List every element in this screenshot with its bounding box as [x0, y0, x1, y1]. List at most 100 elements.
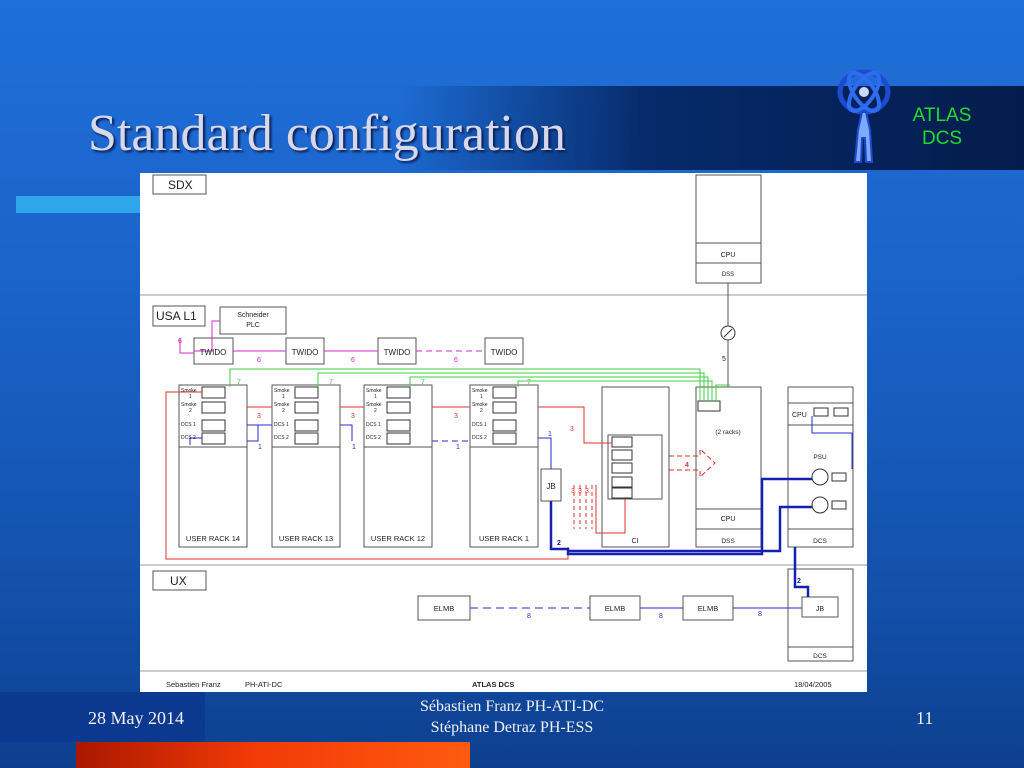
- slot-label: 2: [189, 408, 192, 414]
- cable-number-7: 7: [329, 379, 333, 386]
- slot-label: 1: [282, 394, 285, 400]
- cable-number-3: 3: [585, 488, 589, 495]
- twido-label-14: TWIDO: [200, 348, 227, 357]
- green-cables: [229, 368, 730, 401]
- footer-author: Sébastien Franz PH-ATI-DC Stéphane Detra…: [362, 696, 662, 738]
- slot-label: DCS 2: [472, 435, 487, 441]
- cable-number-8: 8: [527, 613, 531, 620]
- cable-number-1: 1: [548, 431, 552, 438]
- blue-cables: [189, 416, 853, 609]
- slot-label: Smoke: [181, 402, 197, 408]
- diagram-footer-author: Sebastien Franz: [166, 680, 221, 689]
- cable-number-5: 5: [722, 356, 726, 363]
- rack-label-14: USER RACK 14: [186, 534, 240, 543]
- twido-label-12: TWIDO: [384, 348, 411, 357]
- cable-number-1: 1: [456, 444, 460, 451]
- racks-note: (2 racks): [715, 429, 740, 436]
- cable-number-3: 3: [578, 488, 582, 495]
- slot-label: DCS 1: [472, 422, 487, 428]
- slot-label: 1: [480, 394, 483, 400]
- dss-cpu-label: CPU: [721, 516, 736, 523]
- psu-label: PSU: [813, 454, 827, 461]
- red-cables: [165, 391, 716, 560]
- twido-label-13: TWIDO: [292, 348, 319, 357]
- slide-title: Standard configuration: [88, 105, 566, 162]
- diagram-footer-title: ATLAS DCS: [472, 680, 514, 689]
- cable-number-8: 8: [758, 611, 762, 618]
- cable-number-6: 6: [257, 357, 261, 364]
- configuration-diagram: SDX USA L1 UX Schneider PLC TWIDO TWIDO …: [140, 173, 867, 692]
- cable-number-8: 8: [659, 613, 663, 620]
- plc-label-2: PLC: [246, 322, 260, 329]
- jb-box-ux: [801, 596, 839, 618]
- dcs-cpu-label: CPU: [792, 412, 807, 419]
- slot-label: 1: [374, 394, 377, 400]
- cable-number-1: 1: [258, 444, 262, 451]
- zone-usa-label: USA L1: [156, 309, 197, 323]
- slot-label: Smoke: [274, 402, 290, 408]
- cable-number-7: 7: [421, 379, 425, 386]
- rack-label-13: USER RACK 13: [279, 534, 333, 543]
- slot-label: DCS 1: [366, 422, 381, 428]
- cable-number-6: 6: [454, 357, 458, 364]
- slot-label: 2: [374, 408, 377, 414]
- slot-label: Smoke: [472, 402, 488, 408]
- cable-number-7: 7: [237, 379, 241, 386]
- sdx-dss-rack: [695, 174, 762, 284]
- zone-sdx-label: SDX: [168, 178, 193, 192]
- slot-label: DCS 2: [274, 435, 289, 441]
- accent-bar: [16, 196, 140, 213]
- zone-sdx-box: [152, 174, 207, 195]
- cable-number-3: 3: [257, 413, 261, 420]
- zone-ux-box: [152, 570, 207, 591]
- ux-dcs-rack: [787, 568, 854, 662]
- ci-label: CI: [632, 538, 639, 545]
- elmb-label-3: ELMB: [698, 604, 718, 613]
- slot-label: DCS 2: [366, 435, 381, 441]
- slot-label: Smoke: [181, 388, 197, 394]
- sdx-dss-label: DSS: [722, 272, 734, 278]
- zone-ux-label: UX: [170, 574, 187, 588]
- ci-rack: [601, 386, 670, 548]
- slot-label: DCS 2: [181, 435, 196, 441]
- title-band: [400, 86, 1024, 170]
- cable-number-3: 3: [351, 413, 355, 420]
- slot-label: Smoke: [366, 388, 382, 394]
- cable-number-6: 6: [178, 338, 182, 345]
- page-number: 11: [916, 708, 934, 728]
- zone-usa-box: [152, 305, 206, 327]
- slot-label: Smoke: [366, 402, 382, 408]
- cable-number-3: 3: [570, 426, 574, 433]
- brand-label: ATLAS DCS: [900, 104, 984, 150]
- footer-left-panel: [0, 692, 205, 742]
- cable-number-2: 2: [557, 540, 561, 547]
- dark-blue-cables: [549, 477, 812, 597]
- rack-label-1: USER RACK 1: [479, 534, 529, 543]
- slot-label: 2: [282, 408, 285, 414]
- diagram-footer-date: 18/04/2005: [794, 680, 832, 689]
- cable-number-3: 3: [571, 488, 575, 495]
- rack-slots: [201, 386, 517, 445]
- cable-number-2: 2: [797, 578, 801, 585]
- diagram-footer-group: PH-ATI-DC: [245, 680, 283, 689]
- jb-label-usa: JB: [546, 482, 555, 491]
- cable-number-6: 6: [351, 357, 355, 364]
- elmb-label-2: ELMB: [605, 604, 625, 613]
- rack-label-12: USER RACK 12: [371, 534, 425, 543]
- diagram-canvas: SDX USA L1 UX Schneider PLC TWIDO TWIDO …: [140, 174, 867, 689]
- slot-label: DCS 1: [181, 422, 196, 428]
- slot-label: 2: [480, 408, 483, 414]
- footer-red-bar: [76, 742, 470, 768]
- cable-number-4: 4: [685, 462, 689, 469]
- dss-label: DSS: [721, 538, 735, 545]
- footer-author-line-2: Stéphane Detraz PH-ESS: [430, 719, 594, 736]
- elmb-label-1: ELMB: [434, 604, 454, 613]
- plc-label-1: Schneider: [237, 312, 269, 319]
- cable-number-3: 3: [454, 413, 458, 420]
- footer-author-line-1: Sébastien Franz PH-ATI-DC: [420, 698, 604, 715]
- slot-label: Smoke: [472, 388, 488, 394]
- brand-line-2: DCS: [921, 128, 963, 149]
- dcs-label: DCS: [813, 538, 827, 545]
- slot-label: DCS 1: [274, 422, 289, 428]
- twido-label-1: TWIDO: [491, 348, 518, 357]
